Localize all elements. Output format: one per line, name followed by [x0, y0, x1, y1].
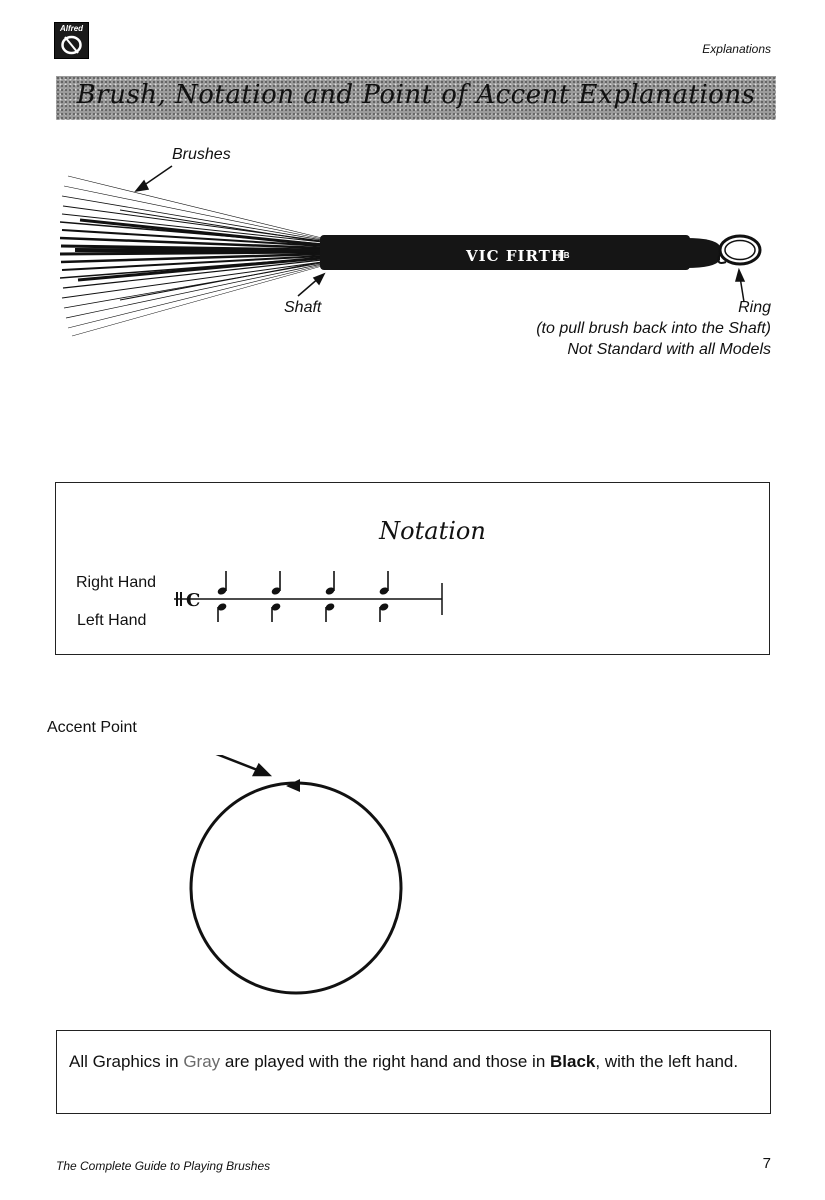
accent-diagram	[189, 755, 403, 995]
footer-book-title: The Complete Guide to Playing Brushes	[56, 1159, 271, 1173]
info-text-3: , with the left hand.	[595, 1052, 739, 1071]
handle-brand: VIC FIRTH	[465, 247, 566, 265]
accent-arrow	[215, 755, 273, 777]
handle-model: HB	[558, 251, 570, 260]
section-label: Explanations	[702, 42, 771, 56]
brush-wires	[60, 175, 323, 337]
logo-text: Alfred	[59, 24, 84, 33]
left-hand-note	[379, 603, 389, 611]
right-hand-note	[217, 587, 227, 595]
arrow-ring	[735, 267, 746, 303]
left-hand-label: Left Hand	[77, 612, 147, 629]
left-hand-note	[217, 603, 227, 611]
ring-note-1: (to pull brush back into the Shaft)	[536, 320, 771, 337]
notation-box: Notation Right Hand Left Hand C	[55, 482, 770, 655]
arrow-shaft	[297, 272, 326, 297]
right-hand-note	[325, 587, 335, 595]
logo-mark-icon	[61, 35, 82, 55]
title-banner: Brush, Notation and Point of Accent Expl…	[56, 76, 776, 120]
arrow-brushes	[134, 165, 173, 193]
info-text-2: are played with the right hand and those…	[220, 1052, 551, 1071]
info-box: All Graphics in Gray are played with the…	[56, 1030, 771, 1114]
left-hand-note	[271, 603, 281, 611]
left-hand-note	[325, 603, 335, 611]
label-ring: Ring	[738, 299, 771, 316]
publisher-logo: Alfred	[54, 22, 89, 59]
notes-group	[217, 571, 389, 622]
brush-handle	[320, 235, 690, 270]
notation-title: Notation	[379, 517, 486, 545]
ring-note-2: Not Standard with all Models	[567, 341, 771, 358]
right-hand-label: Right Hand	[76, 574, 157, 591]
page-number: 7	[762, 1155, 771, 1172]
page-title: Brush, Notation and Point of Accent Expl…	[76, 80, 756, 110]
brush-ring	[718, 234, 762, 266]
brush-circle	[189, 781, 403, 995]
label-brushes: Brushes	[172, 146, 231, 163]
brush-illustration: VIC FIRTH HB	[60, 165, 762, 337]
right-hand-note	[379, 587, 389, 595]
circle-direction-arrow	[286, 779, 300, 792]
time-signature: C	[186, 590, 200, 611]
info-gray-word: Gray	[183, 1052, 221, 1071]
notation-staff: C	[174, 571, 443, 622]
right-hand-note	[271, 587, 281, 595]
label-shaft: Shaft	[284, 299, 322, 316]
accent-point-label: Accent Point	[47, 719, 137, 736]
info-text-1: All Graphics in	[69, 1052, 184, 1071]
info-black-word: Black	[550, 1052, 596, 1071]
